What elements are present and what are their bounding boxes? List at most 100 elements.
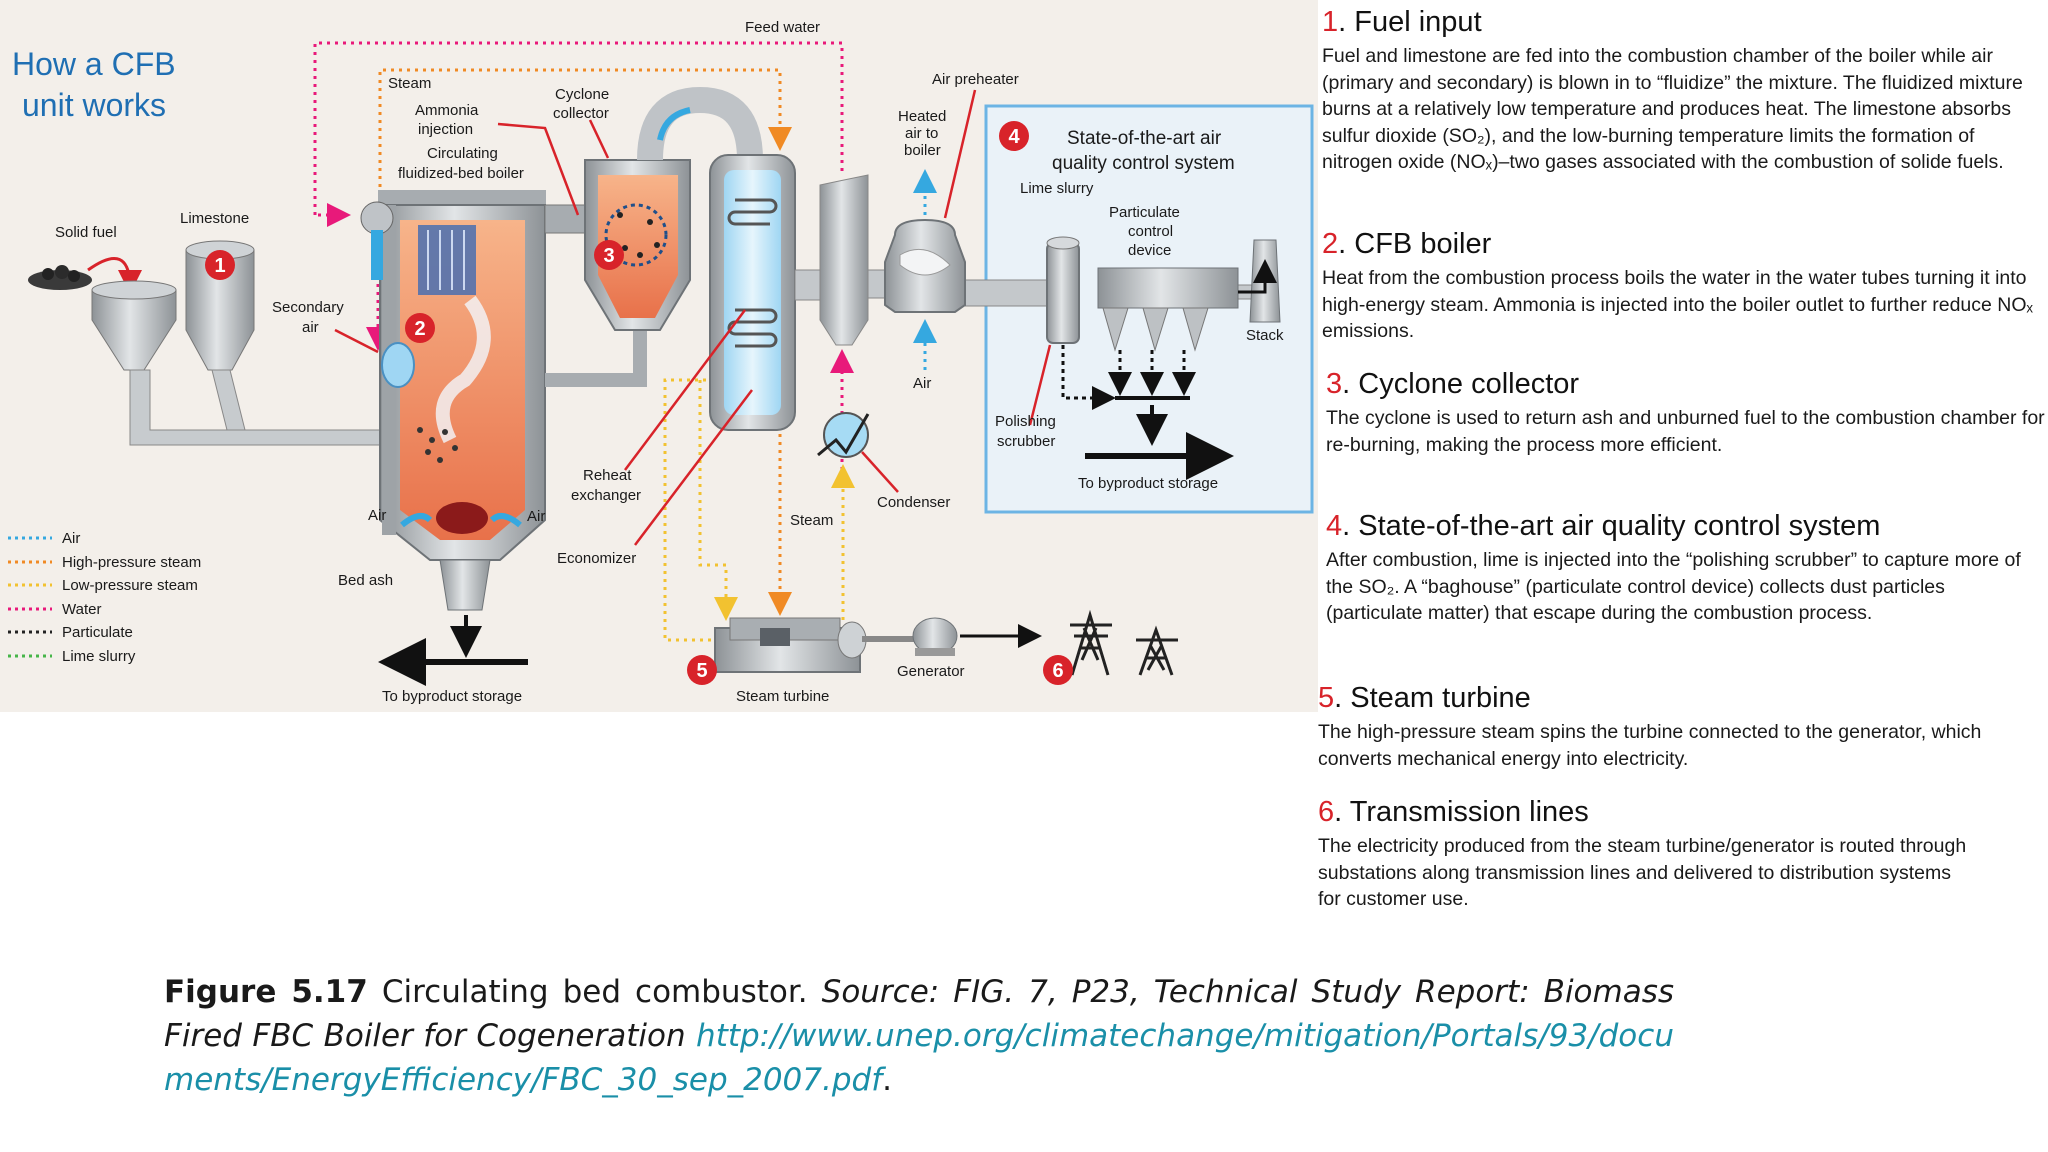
label-heated-3: boiler: [904, 142, 941, 159]
badge-2: 2: [405, 313, 435, 343]
label-cyclone-1: Cyclone: [555, 86, 609, 103]
step-6-number: 6: [1318, 796, 1335, 828]
figure-caption: Figure 5.17 Circulating bed combustor. S…: [164, 970, 1674, 1102]
step-fuel-input: 1. Fuel input Fuel and limestone are fed…: [1322, 4, 2042, 176]
svg-text:Low-pressure steam: Low-pressure steam: [62, 577, 198, 594]
legend-item-particulate: Particulate: [8, 624, 133, 641]
label-heated-1: Heated: [898, 108, 946, 125]
svg-text:Particulate: Particulate: [62, 624, 133, 641]
label-byproduct-left: To byproduct storage: [382, 688, 522, 705]
label-particulate-3: device: [1128, 242, 1171, 259]
secondary-air-nozzle: [381, 342, 415, 388]
legend-item-lime-slurry: Lime slurry: [8, 648, 136, 665]
diagram-title-line2: unit works: [22, 87, 166, 123]
polishing-scrubber: [1046, 236, 1080, 344]
step-5-number: 5: [1318, 682, 1335, 714]
label-particulate-2: control: [1128, 223, 1173, 240]
step-4-heading: 4. State-of-the-art air quality control …: [1326, 510, 1881, 542]
source-link[interactable]: http://www.unep.org/climatechange/mitiga…: [164, 1018, 1674, 1098]
particulate-flow-arrows: [1061, 345, 1196, 410]
figure-title: Circulating bed combustor.: [381, 974, 808, 1010]
steam-turbine: [714, 617, 867, 673]
diagram-title-line1: How a CFB: [12, 46, 176, 82]
label-secondary-2: air: [302, 319, 319, 336]
step-1-number: 1: [1322, 6, 1339, 38]
figure-source: Source: FIG. 7, P23, Technical Study Rep…: [164, 974, 1675, 1054]
legend-item-low-pressure-steam: Low-pressure steam: [8, 577, 198, 594]
step-4-number: 4: [1326, 510, 1343, 542]
label-generator: Generator: [897, 663, 965, 680]
label-air-preheater: Air preheater: [932, 71, 1019, 88]
step-transmission-lines: 6. Transmission lines The electricity pr…: [1318, 794, 1978, 913]
svg-text:3: 3: [603, 245, 614, 267]
label-polishing-1: Polishing: [995, 413, 1056, 430]
aqcs-box-title-2: quality control system: [1052, 153, 1235, 174]
step-4-text: After combustion, lime is injected into …: [1326, 549, 2021, 624]
generator: [912, 617, 958, 656]
step-1-text: Fuel and limestone are fed into the comb…: [1322, 45, 2023, 173]
diagram-canvas: How a CFB unit works: [8, 19, 1314, 705]
label-byproduct-right: To byproduct storage: [1078, 475, 1218, 492]
low-pressure-steam-line: [663, 378, 855, 642]
step-4-title: State-of-the-art air quality control sys…: [1358, 510, 1881, 542]
step-3-text: The cyclone is used to return ash and un…: [1326, 407, 2045, 456]
svg-text:2: 2: [414, 318, 425, 340]
label-economizer: Economizer: [557, 550, 636, 567]
step-3-number: 3: [1326, 368, 1343, 400]
cfb-diagram: How a CFB unit works: [0, 0, 1318, 712]
primary-air-right: [489, 513, 522, 528]
particulate-control-device: [1097, 267, 1239, 352]
figure-number: Figure 5.17: [164, 974, 368, 1010]
step-3-title: Cyclone collector: [1358, 368, 1580, 400]
svg-text:4: 4: [1008, 126, 1020, 148]
legend-item-water: Water: [8, 601, 101, 618]
stack: [1238, 239, 1281, 323]
fuel-feed-arrow: [87, 256, 142, 294]
label-polishing-2: scrubber: [997, 433, 1055, 450]
air-preheater: [884, 218, 966, 313]
label-reheat-2: exchanger: [571, 487, 641, 504]
label-circulating-2: fluidized-bed boiler: [398, 165, 524, 182]
label-steam-turbine: Steam turbine: [736, 688, 829, 705]
label-ammonia-2: injection: [418, 121, 473, 138]
solid-fuel-pile: [28, 265, 92, 290]
badge-6: 6: [1043, 655, 1073, 685]
step-cfb-boiler: 2. CFB boiler Heat from the combustion p…: [1322, 226, 2042, 345]
fuel-hopper: [91, 280, 177, 371]
svg-text:Lime slurry: Lime slurry: [62, 648, 136, 665]
step-2-heading: 2. CFB boiler: [1322, 228, 1492, 260]
label-heated-2: air to: [905, 125, 938, 142]
badge-1: 1: [205, 250, 235, 280]
label-solid-fuel: Solid fuel: [55, 224, 117, 241]
step-2-title: CFB boiler: [1354, 228, 1492, 260]
label-particulate-1: Particulate: [1109, 204, 1180, 221]
legend-item-high-pressure-steam: High-pressure steam: [8, 554, 201, 571]
step-6-heading: 6. Transmission lines: [1318, 796, 1589, 828]
svg-text:Water: Water: [62, 601, 101, 618]
svg-text:High-pressure steam: High-pressure steam: [62, 554, 201, 571]
label-reheat-1: Reheat: [583, 467, 632, 484]
label-bed-ash: Bed ash: [338, 572, 393, 589]
turbine-shaft: [862, 636, 920, 642]
steps-panel: 1. Fuel input Fuel and limestone are fed…: [1318, 0, 2045, 950]
step-1-title: Fuel input: [1354, 6, 1482, 38]
caption-end: .: [882, 1062, 892, 1098]
label-air-left: Air: [368, 507, 386, 524]
label-circulating-1: Circulating: [427, 145, 498, 162]
legend: Air High-pressure steam Low-pressure ste…: [8, 530, 201, 665]
label-lime-slurry: Lime slurry: [1020, 180, 1094, 197]
step-5-title: Steam turbine: [1350, 682, 1531, 714]
step-3-heading: 3. Cyclone collector: [1326, 368, 1580, 400]
label-leader-lines: [334, 89, 1052, 546]
step-1-heading: 1. Fuel input: [1322, 6, 1482, 38]
label-cyclone-2: collector: [553, 105, 609, 122]
step-2-text: Heat from the combustion process boils t…: [1322, 267, 2033, 342]
label-steam-mid: Steam: [790, 512, 833, 529]
label-air-mid: Air: [913, 375, 931, 392]
step-6-text: The electricity produced from the steam …: [1318, 835, 1967, 910]
aqcs-box-title-1: State-of-the-art air: [1067, 128, 1222, 149]
reheat-economizer-column: [709, 154, 796, 431]
label-secondary-1: Secondary: [272, 299, 344, 316]
step-steam-turbine: 5. Steam turbine The high-pressure steam…: [1318, 680, 2038, 772]
label-limestone: Limestone: [180, 210, 249, 227]
